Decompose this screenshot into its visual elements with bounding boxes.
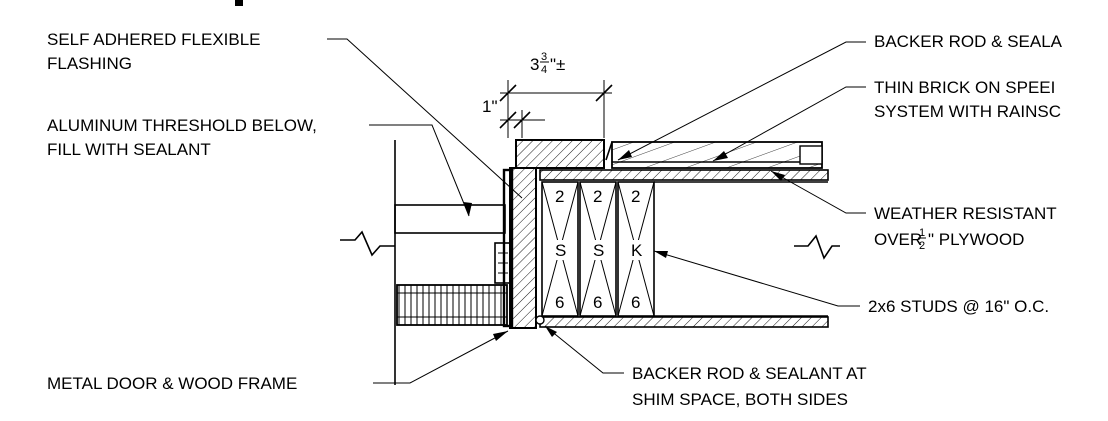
break-line-left (340, 230, 395, 257)
metal-door-slab (396, 284, 508, 326)
stud-1 (541, 181, 579, 317)
break-line-right (794, 234, 840, 260)
dim-big-num: 3 (541, 51, 547, 63)
plywood-sheathing-top (539, 169, 829, 181)
label-self-adhered-2: FLASHING (47, 54, 132, 73)
stud-mark-bot-2: 6 (593, 293, 602, 312)
leader-metal-door (373, 330, 509, 384)
stud-3 (617, 181, 655, 317)
leader-backer-bottom (544, 325, 624, 374)
dim-big-whole: 3 (530, 55, 539, 74)
label-weather-1: WEATHER RESISTANT (874, 204, 1057, 223)
stud-mark-mid-3: K (631, 241, 643, 260)
label-backer-bottom-2: SHIM SPACE, BOTH SIDES (632, 390, 848, 409)
leader-weather (770, 170, 866, 214)
leader-studs (653, 250, 860, 307)
stud-group (541, 181, 655, 317)
threshold-plate (394, 204, 506, 234)
brick-mold-trim (515, 139, 605, 169)
leader-backer-top (617, 41, 866, 161)
stud-mark-mid-2: S (593, 241, 604, 260)
label-metal-door: METAL DOOR & WOOD FRAME (47, 374, 297, 393)
dim-big-suffix: "± (550, 55, 565, 74)
leader-threshold (369, 124, 470, 217)
label-weather-2b: " PLYWOOD (928, 230, 1024, 249)
label-thin-brick-2: SYSTEM WITH RAINSC (874, 102, 1061, 121)
dim-big-den: 4 (541, 64, 547, 76)
label-self-adhered-1: SELF ADHERED FLEXIBLE (47, 30, 261, 49)
title-marker (235, 0, 243, 6)
label-backer-top: BACKER ROD & SEALA (874, 32, 1063, 51)
stud-mark-top-1: 2 (555, 187, 564, 206)
label-studs: 2x6 STUDS @ 16" O.C. (868, 297, 1049, 316)
wood-frame-jamb (509, 167, 537, 329)
stud-mark-bot-3: 6 (631, 293, 640, 312)
stud-mark-bot-1: 6 (555, 293, 564, 312)
dim-small-label: 1" (482, 97, 498, 116)
label-weather-2a: OVER (874, 230, 922, 249)
label-thin-brick-1: THIN BRICK ON SPEEI (874, 78, 1055, 97)
plywood-sheathing-bottom (539, 316, 829, 328)
metal-frame-edge (502, 168, 514, 328)
stud-mark-mid-1: S (555, 241, 566, 260)
leader-self-adhered (327, 38, 523, 199)
stud-mark-top-3: 2 (631, 187, 640, 206)
leader-thin-brick (712, 86, 866, 162)
thin-brick-panel (611, 141, 823, 169)
label-threshold-1: ALUMINUM THRESHOLD BELOW, (47, 116, 317, 135)
half-den: 2 (919, 240, 925, 252)
label-backer-bottom-1: BACKER ROD & SEALANT AT (632, 364, 867, 383)
stud-mark-top-2: 2 (593, 187, 602, 206)
backer-rod-circle (535, 315, 545, 325)
half-num: 1 (919, 227, 925, 239)
stud-2 (579, 181, 617, 317)
label-threshold-2: FILL WITH SEALANT (47, 140, 211, 159)
